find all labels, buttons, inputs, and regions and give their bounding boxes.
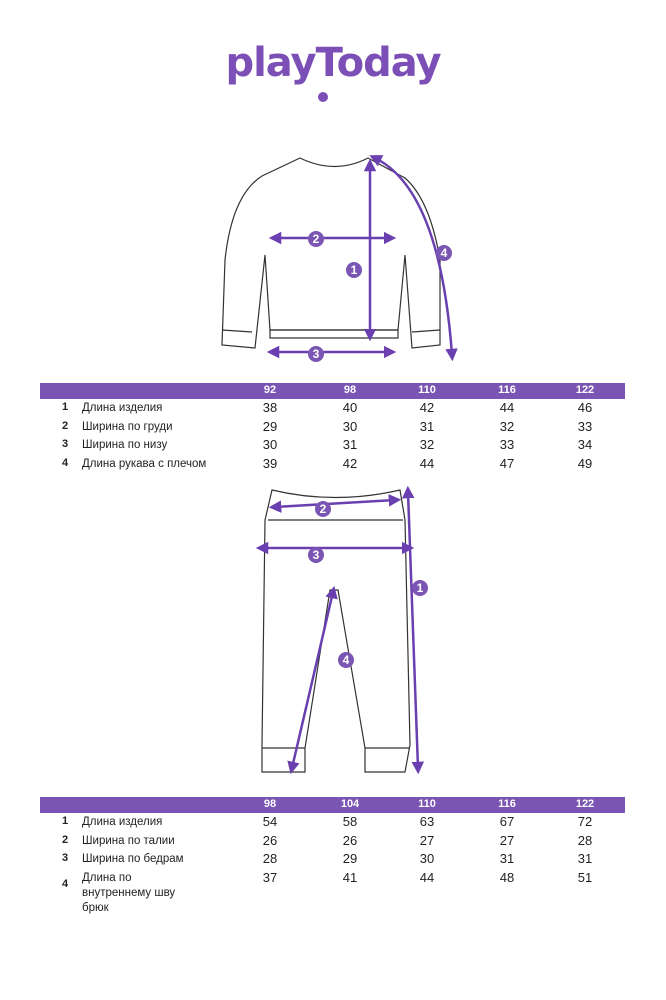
sleeve-length-arrow bbox=[369, 155, 458, 362]
cell-value: 38 bbox=[262, 400, 278, 415]
size-column-header: 92 bbox=[263, 384, 277, 396]
table-row: 3 Ширина по низу 30 31 32 33 34 bbox=[40, 436, 625, 455]
row-label: Длина рукава с плечом bbox=[82, 457, 207, 470]
brand-logo: playToday bbox=[225, 40, 441, 86]
size-column-header: 98 bbox=[343, 384, 357, 396]
table-row: 4 Длина по внутреннему шву брюк 37 41 44 48 51 bbox=[40, 869, 625, 914]
cell-value: 31 bbox=[577, 851, 593, 866]
row-label: Длина изделия bbox=[82, 816, 163, 828]
size-column-header: 116 bbox=[498, 384, 516, 396]
cell-value: 48 bbox=[499, 869, 515, 885]
size-column-header: 104 bbox=[340, 798, 360, 810]
size-column-header: 98 bbox=[263, 798, 277, 810]
cell-value: 28 bbox=[577, 832, 593, 848]
cell-value: 58 bbox=[342, 814, 358, 829]
cell-value: 31 bbox=[419, 418, 435, 434]
cell-value: 32 bbox=[499, 418, 515, 434]
size-header: 98 104 110 116 122 bbox=[40, 797, 625, 813]
length-arrow bbox=[401, 485, 425, 775]
row-number: 3 bbox=[62, 852, 69, 864]
table-row: 2 Ширина по талии 26 26 27 27 28 bbox=[40, 832, 625, 851]
cell-value: 30 bbox=[419, 851, 435, 866]
cell-value: 31 bbox=[342, 437, 358, 452]
table-row: 3 Ширина по бедрам 28 29 30 31 31 bbox=[40, 850, 625, 869]
marker-3: 3 bbox=[313, 548, 320, 562]
row-number: 2 bbox=[62, 833, 69, 846]
cell-value: 54 bbox=[262, 814, 278, 829]
size-column-header: 110 bbox=[418, 798, 436, 810]
cell-value: 29 bbox=[342, 851, 358, 866]
cell-value: 40 bbox=[342, 400, 358, 415]
cell-value: 63 bbox=[419, 814, 435, 829]
row-label: Длина изделия bbox=[82, 402, 163, 414]
cell-value: 39 bbox=[262, 455, 278, 471]
row-label: Ширина по талии bbox=[82, 834, 175, 847]
cell-value: 26 bbox=[262, 832, 278, 848]
logo-dot bbox=[318, 92, 328, 102]
cell-value: 30 bbox=[342, 418, 358, 434]
cell-value: 26 bbox=[342, 832, 358, 848]
cell-value: 47 bbox=[499, 455, 515, 471]
marker-2: 2 bbox=[320, 502, 327, 516]
cell-value: 34 bbox=[577, 437, 593, 452]
cell-value: 46 bbox=[577, 400, 593, 415]
cell-value: 44 bbox=[419, 455, 435, 471]
table-row: 2 Ширина по груди 29 30 31 32 33 bbox=[40, 418, 625, 437]
cell-value: 37 bbox=[262, 869, 278, 885]
inseam-arrow bbox=[287, 585, 338, 775]
size-column-header: 122 bbox=[575, 384, 595, 396]
table-row: 1 Длина изделия 38 40 42 44 46 bbox=[40, 399, 625, 418]
row-label: Длина по внутреннему шву брюк bbox=[82, 871, 176, 914]
row-label: Ширина по груди bbox=[82, 420, 173, 433]
cell-value: 67 bbox=[499, 814, 515, 829]
size-column-header: 116 bbox=[498, 798, 516, 810]
cell-value: 44 bbox=[499, 400, 515, 415]
row-number: 4 bbox=[62, 456, 69, 469]
cell-value: 49 bbox=[577, 455, 593, 471]
cell-value: 30 bbox=[262, 437, 278, 452]
row-number: 1 bbox=[62, 815, 69, 827]
pants-sketch bbox=[261, 489, 411, 773]
cell-value: 33 bbox=[577, 418, 593, 434]
cell-value: 27 bbox=[499, 832, 515, 848]
cell-value: 44 bbox=[419, 869, 435, 885]
row-label: Ширина по бедрам bbox=[82, 853, 184, 865]
marker-4: 4 bbox=[441, 246, 448, 260]
cell-value: 29 bbox=[262, 418, 278, 434]
marker-1: 1 bbox=[351, 263, 358, 277]
row-number: 4 bbox=[62, 877, 69, 890]
marker-1: 1 bbox=[417, 581, 424, 595]
marker-3: 3 bbox=[313, 347, 320, 361]
cell-value: 27 bbox=[419, 832, 435, 848]
cell-value: 28 bbox=[262, 851, 278, 866]
cell-value: 51 bbox=[577, 869, 593, 885]
table-row: 4 Длина рукава с плечом 39 42 44 47 49 bbox=[40, 455, 625, 474]
waist-width-arrow bbox=[268, 494, 402, 513]
cell-value: 42 bbox=[419, 400, 435, 415]
table-row: 1 Длина изделия 54 58 63 67 72 bbox=[40, 813, 625, 832]
size-column-header: 110 bbox=[418, 384, 436, 396]
marker-4: 4 bbox=[343, 653, 350, 667]
row-number: 1 bbox=[62, 401, 69, 413]
cell-value: 33 bbox=[499, 437, 515, 452]
cell-value: 72 bbox=[577, 814, 593, 829]
row-number: 3 bbox=[62, 438, 69, 450]
cell-value: 32 bbox=[419, 437, 435, 452]
cell-value: 42 bbox=[342, 455, 358, 471]
marker-2: 2 bbox=[313, 232, 320, 246]
cell-value: 41 bbox=[342, 869, 358, 885]
size-column-header: 122 bbox=[575, 798, 595, 810]
row-label: Ширина по низу bbox=[82, 439, 168, 451]
size-header: 92 98 110 116 122 bbox=[40, 383, 625, 399]
cell-value: 31 bbox=[499, 851, 515, 866]
row-number: 2 bbox=[62, 419, 69, 432]
